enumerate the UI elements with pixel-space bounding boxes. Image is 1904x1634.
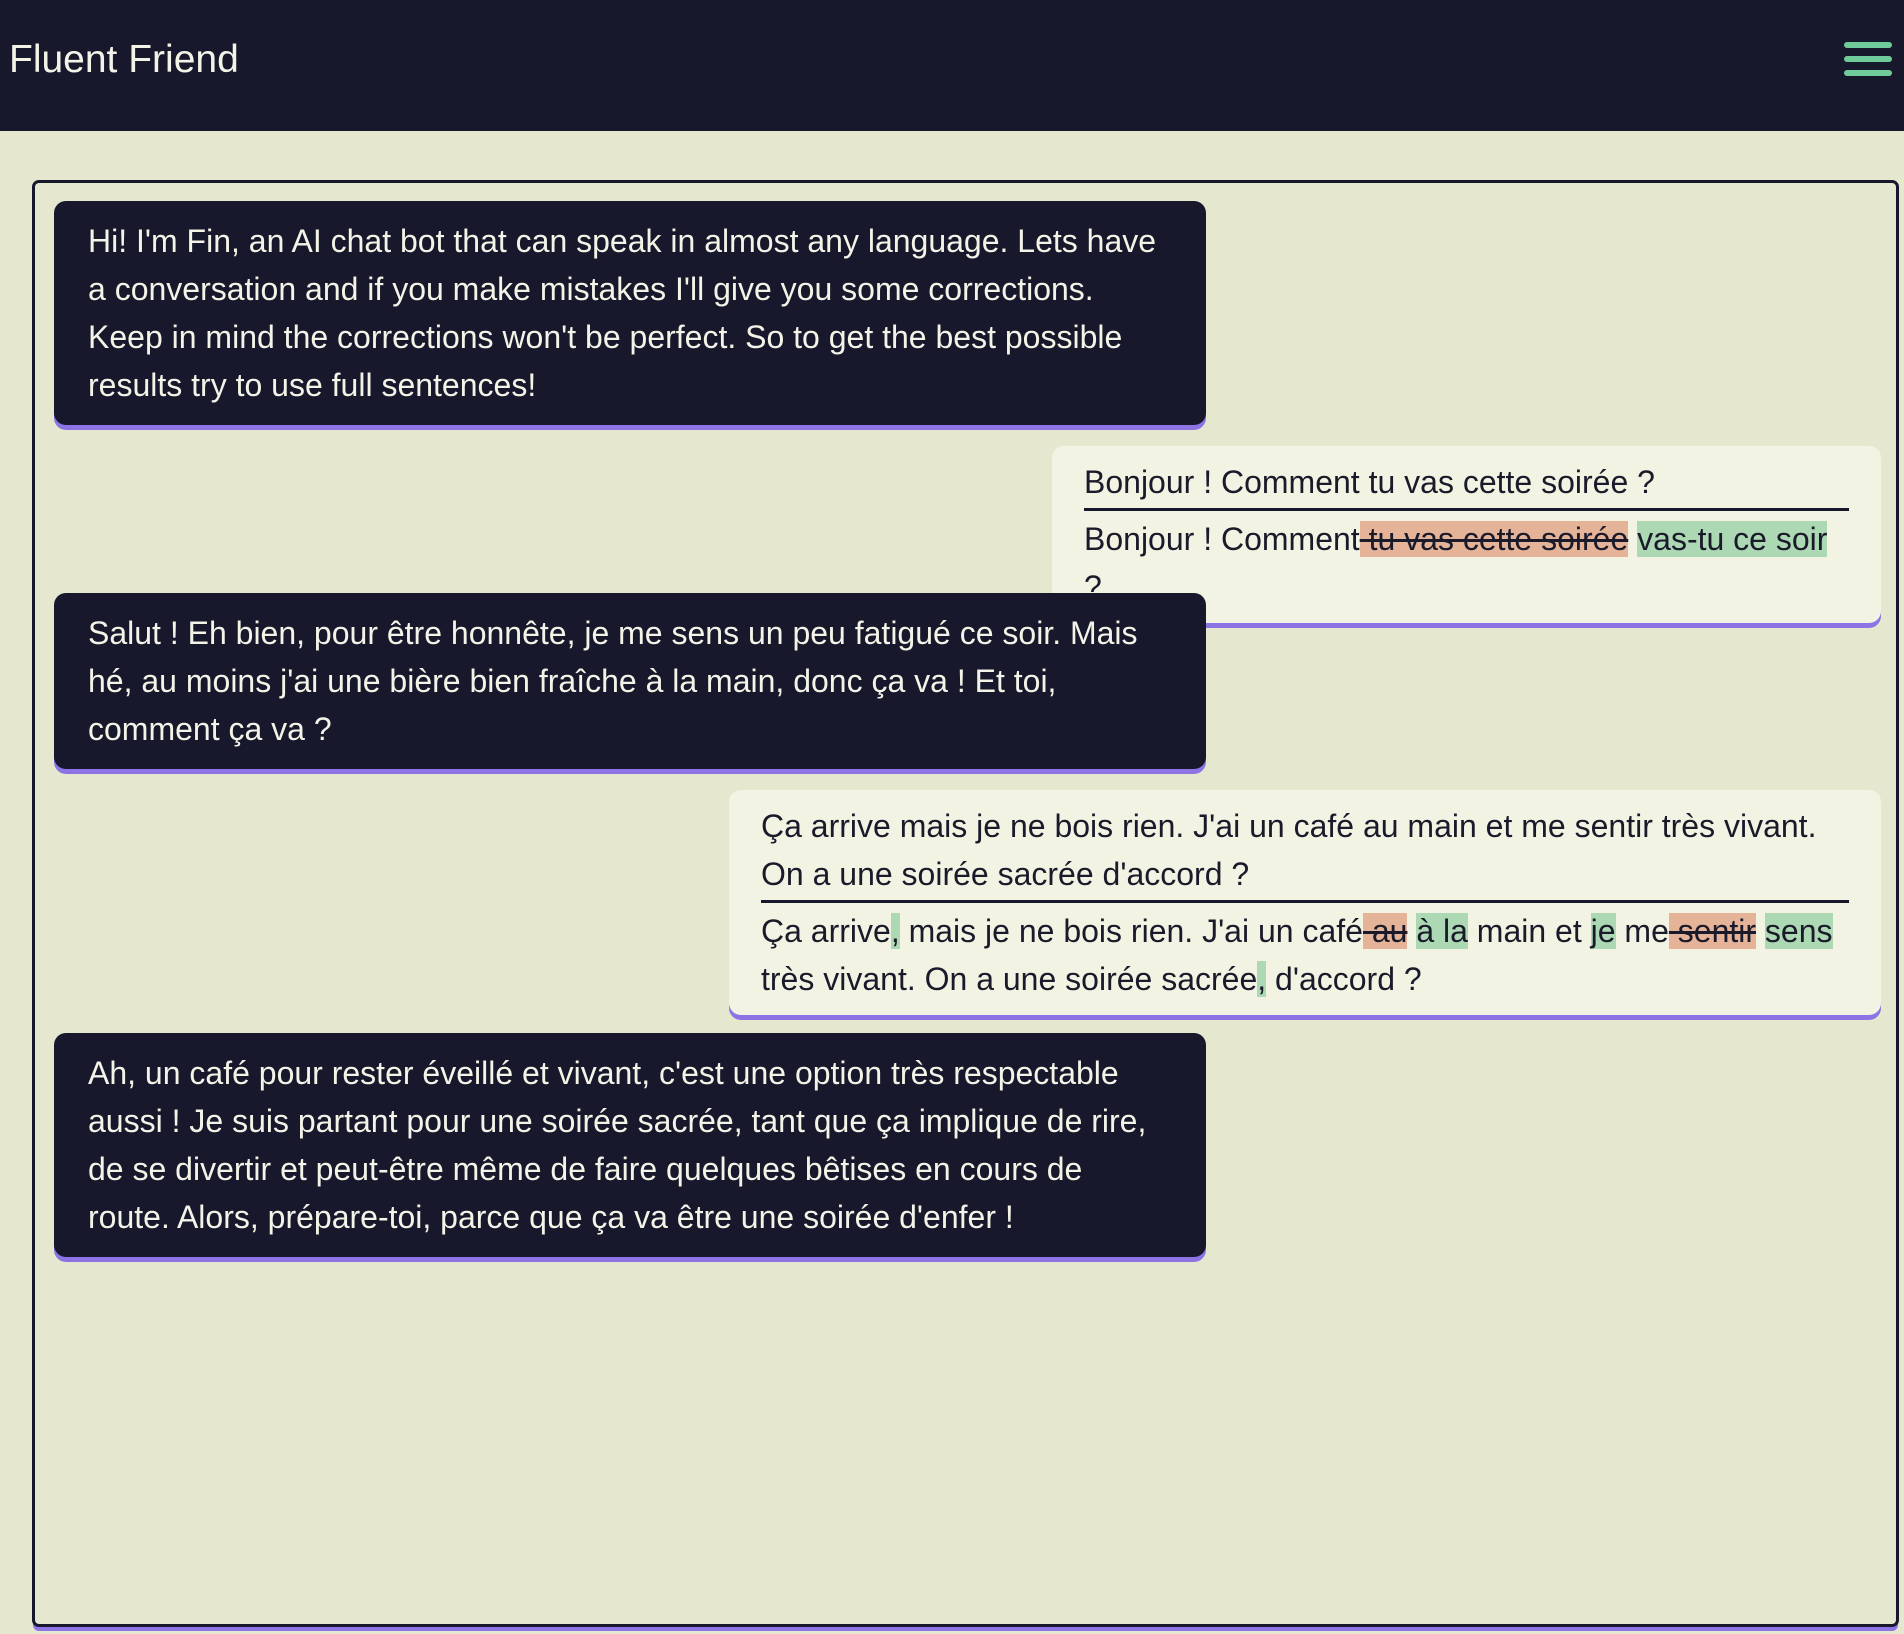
correction-insertion: sens <box>1764 913 1833 949</box>
correction-insertion: je <box>1590 913 1616 949</box>
app-header: Fluent Friend <box>0 0 1904 131</box>
bot-message: Ah, un café pour rester éveillé et vivan… <box>54 1033 1206 1257</box>
correction-text: me <box>1615 913 1669 949</box>
chat-panel[interactable]: Hi! I'm Fin, an AI chat bot that can spe… <box>32 180 1899 1627</box>
menu-bar <box>1844 56 1892 62</box>
correction-text: main et <box>1467 913 1591 949</box>
correction-deletion: tu vas cette soirée <box>1359 521 1629 557</box>
menu-bar <box>1844 42 1892 48</box>
correction-text: Ça arrive <box>761 913 891 949</box>
user-message-original: Bonjour ! Comment tu vas cette soirée ? <box>1084 458 1849 511</box>
correction-text <box>1407 913 1416 949</box>
correction-text: très vivant. On a une soirée sacrée <box>761 961 1258 997</box>
menu-bar <box>1844 70 1892 76</box>
bot-message-text: Salut ! Eh bien, pour être honnête, je m… <box>88 615 1138 747</box>
correction-deletion: au <box>1362 913 1408 949</box>
correction-deletion: sentir <box>1668 913 1757 949</box>
bot-message: Hi! I'm Fin, an AI chat bot that can spe… <box>54 201 1206 425</box>
user-message-correction: Ça arrive, mais je ne bois rien. J'ai un… <box>761 907 1849 1003</box>
correction-insertion: , <box>1257 961 1267 997</box>
user-message-original: Ça arrive mais je ne bois rien. J'ai un … <box>761 802 1849 903</box>
bot-message: Salut ! Eh bien, pour être honnête, je m… <box>54 593 1206 769</box>
correction-text <box>1756 913 1765 949</box>
correction-text: mais je ne bois rien. J'ai un café <box>899 913 1363 949</box>
correction-text <box>1628 521 1637 557</box>
bot-message-text: Ah, un café pour rester éveillé et vivan… <box>88 1055 1147 1235</box>
correction-text: Bonjour ! Comment <box>1084 521 1360 557</box>
correction-insertion: , <box>890 913 900 949</box>
hamburger-menu-icon[interactable] <box>1844 42 1892 78</box>
correction-insertion: à la <box>1416 913 1468 949</box>
correction-insertion: vas-tu ce soir <box>1637 521 1828 557</box>
bot-message-text: Hi! I'm Fin, an AI chat bot that can spe… <box>88 223 1157 403</box>
user-message: Ça arrive mais je ne bois rien. J'ai un … <box>729 790 1881 1015</box>
correction-text: d'accord ? <box>1266 961 1422 997</box>
app-title: Fluent Friend <box>9 38 239 81</box>
